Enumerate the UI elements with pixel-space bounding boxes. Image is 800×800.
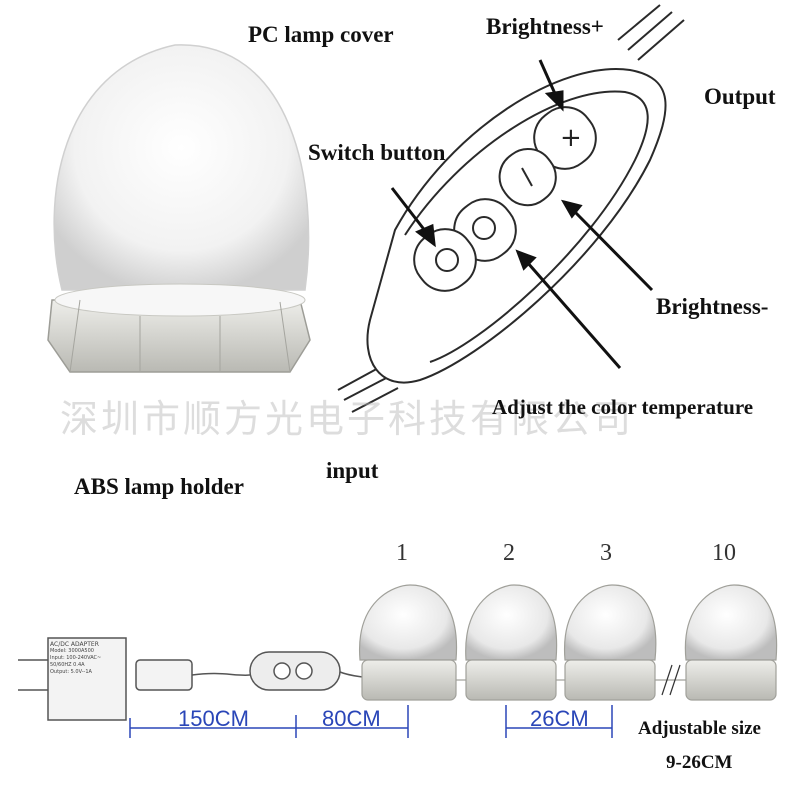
dimension-lines bbox=[129, 705, 613, 738]
label-input: input bbox=[326, 458, 379, 483]
pointer-arrows bbox=[390, 59, 654, 369]
ac-dc-adapter bbox=[18, 637, 369, 721]
dimmer-switch-controller: + bbox=[337, 4, 685, 413]
adapter-label: AC/DC ADAPTER Model: 3000A500 Input: 100… bbox=[50, 641, 102, 675]
label-size-range: 9-26CM bbox=[666, 752, 733, 773]
label-color-temperature: Adjust the color temperature bbox=[492, 395, 754, 419]
bulb-chain bbox=[359, 584, 778, 701]
pc-lamp-cover bbox=[53, 44, 310, 291]
svg-text:+: + bbox=[560, 123, 582, 153]
bulb-number-3: 3 bbox=[600, 540, 612, 566]
label-abs-lamp-holder: ABS lamp holder bbox=[74, 474, 244, 499]
dimension-80cm: 80CM bbox=[322, 706, 381, 731]
bulb-number-1: 1 bbox=[396, 540, 408, 566]
bulb-number-2: 2 bbox=[503, 540, 515, 566]
label-brightness-minus: Brightness- bbox=[656, 294, 769, 319]
dimension-26cm: 26CM bbox=[530, 706, 589, 731]
label-output: Output bbox=[704, 84, 776, 109]
label-pc-lamp-cover: PC lamp cover bbox=[248, 22, 394, 47]
label-switch-button: Switch button bbox=[308, 140, 446, 165]
label-adjustable-size: Adjustable size bbox=[638, 718, 761, 739]
label-brightness-plus: Brightness+ bbox=[486, 14, 604, 39]
dimension-150cm: 150CM bbox=[178, 706, 249, 731]
bulb-number-10: 10 bbox=[712, 540, 736, 566]
watermark-text: 深圳市顺方光电子科技有限公司 bbox=[60, 397, 635, 441]
